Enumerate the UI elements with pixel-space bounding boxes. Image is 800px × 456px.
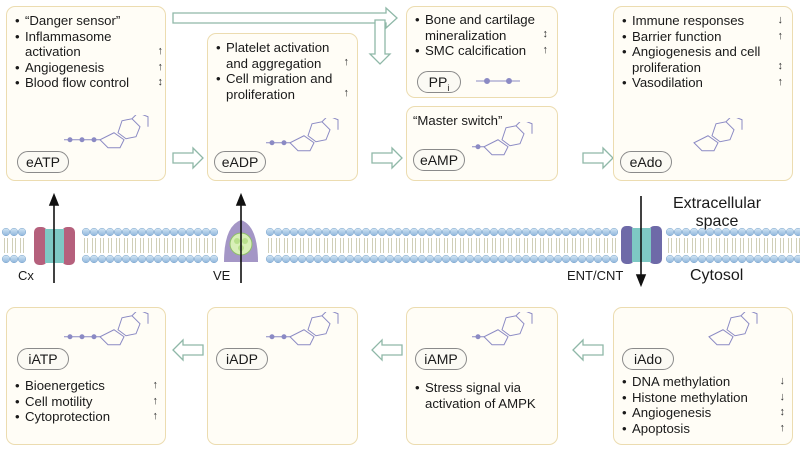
list-item: Stress signal via activation of AMPK xyxy=(415,380,550,411)
arrow-indicator: ↑ xyxy=(779,421,786,434)
molecule-iado xyxy=(708,312,758,346)
arrow-indicator: ↓ xyxy=(779,390,786,403)
extracellular-label: Extracellular space xyxy=(672,195,762,230)
arrow-indicator: ↑ xyxy=(343,87,350,99)
list-item: Angiogenesis↕ xyxy=(622,405,785,421)
arrow-indicator: ↑ xyxy=(152,379,159,391)
cytosol-label: Cytosol xyxy=(690,267,744,284)
list-item: Barrier function↑ xyxy=(622,29,783,45)
list-item: SMC calcification↑ xyxy=(415,43,548,59)
list-item: Histone methylation↓ xyxy=(622,390,785,406)
arrow-indicator: ↑ xyxy=(157,44,164,57)
iado-box: iAdo DNA methylation↓ Histone methylatio… xyxy=(613,307,793,445)
arrow-indicator: ↕ xyxy=(542,28,549,40)
arrow-indicator: ↕ xyxy=(777,60,784,72)
list-item: DNA methylation↓ xyxy=(622,374,785,390)
arrow-indicator: ↑ xyxy=(542,44,549,56)
list-item: Angiogenesis and cell proliferation↕ xyxy=(622,44,783,75)
list-item: Platelet activation and aggregation↑ xyxy=(216,40,349,71)
list-item: Angiogenesis↑ xyxy=(15,60,163,76)
eamp-note: “Master switch” xyxy=(413,113,503,128)
iado-label: iAdo xyxy=(622,348,674,370)
eado-label: eAdo xyxy=(620,151,672,173)
eadp-label: eADP xyxy=(214,151,266,173)
eado-effects: Immune responses↓ Barrier function↑ Angi… xyxy=(622,13,783,91)
list-item: Bone and cartilage mineralization↕ xyxy=(415,12,548,43)
eadp-box: Platelet activation and aggregation↑ Cel… xyxy=(207,33,358,181)
eadp-effects: Platelet activation and aggregation↑ Cel… xyxy=(216,40,349,102)
list-item: Immune responses↓ xyxy=(622,13,783,29)
arrow-indicator: ↑ xyxy=(343,56,350,68)
eado-box: Immune responses↓ Barrier function↑ Angi… xyxy=(613,6,793,181)
lipid-heads xyxy=(1,227,800,264)
iado-effects: DNA methylation↓ Histone methylation↓ An… xyxy=(622,374,785,437)
arrow-indicator: ↑ xyxy=(777,76,784,88)
connexin-channel xyxy=(34,227,75,265)
arrow-indicator: ↑ xyxy=(777,29,784,42)
ppi-effects: Bone and cartilage mineralization↕ SMC c… xyxy=(415,12,548,59)
iadp-box: iADP xyxy=(207,307,358,445)
ent-cnt-label: ENT/CNT xyxy=(567,268,624,283)
molecule-eado xyxy=(693,118,743,152)
list-item: Cell migration and proliferation↑ xyxy=(216,71,349,102)
list-item: Inflammasome activation↑ xyxy=(15,29,163,60)
arrow-indicator: ↑ xyxy=(152,410,159,422)
iatp-label: iATP xyxy=(17,348,69,370)
arrow-indicator: ↕ xyxy=(157,76,164,88)
list-item: Bioenergetics↑ xyxy=(15,378,158,394)
arrow-indicator: ↓ xyxy=(779,375,786,387)
iadp-label: iADP xyxy=(216,348,268,370)
flow-arrows xyxy=(172,6,614,362)
list-item: Cell motility↑ xyxy=(15,394,158,410)
list-item: Cytoprotection↑ xyxy=(15,409,158,425)
list-item: Vasodilation↑ xyxy=(622,75,783,91)
iamp-label: iAMP xyxy=(415,348,467,370)
list-item: “Danger sensor” xyxy=(15,13,150,29)
list-item: Blood flow control↕ xyxy=(15,75,163,91)
molecule-iatp xyxy=(64,312,149,346)
lipid-tails xyxy=(4,238,800,253)
iatp-effects: Bioenergetics↑ Cell motility↑ Cytoprotec… xyxy=(15,378,158,425)
eamp-box: “Master switch” eAMP xyxy=(406,106,558,181)
iamp-box: iAMP Stress signal via activation of AMP… xyxy=(406,307,558,445)
arrow-indicator: ↑ xyxy=(152,394,159,407)
list-item: Apoptosis↑ xyxy=(622,421,785,437)
molecule-ppi xyxy=(476,78,520,84)
molecule-iadp xyxy=(266,312,339,346)
arrow-indicator: ↓ xyxy=(777,14,784,26)
eamp-label: eAMP xyxy=(413,149,465,171)
transport-arrows xyxy=(48,192,647,288)
molecule-eatp xyxy=(64,115,149,149)
ve-label: VE xyxy=(213,268,231,283)
molecule-eamp xyxy=(472,122,533,156)
molecule-eadp xyxy=(266,118,339,152)
ppi-box: Bone and cartilage mineralization↕ SMC c… xyxy=(406,6,558,98)
molecule-iamp xyxy=(472,312,533,346)
cx-label: Cx xyxy=(18,268,34,283)
eatp-label: eATP xyxy=(17,151,69,173)
iamp-effects: Stress signal via activation of AMPK xyxy=(415,380,550,411)
eatp-box: “Danger sensor” Inflammasome activation↑… xyxy=(6,6,166,181)
ppi-label: PPi xyxy=(417,71,461,93)
eatp-effects: “Danger sensor” Inflammasome activation↑… xyxy=(15,13,163,91)
arrow-indicator: ↕ xyxy=(779,406,786,418)
arrow-indicator: ↑ xyxy=(157,60,164,73)
iatp-box: iATP Bioenergetics↑ Cell motility↑ Cytop… xyxy=(6,307,166,445)
